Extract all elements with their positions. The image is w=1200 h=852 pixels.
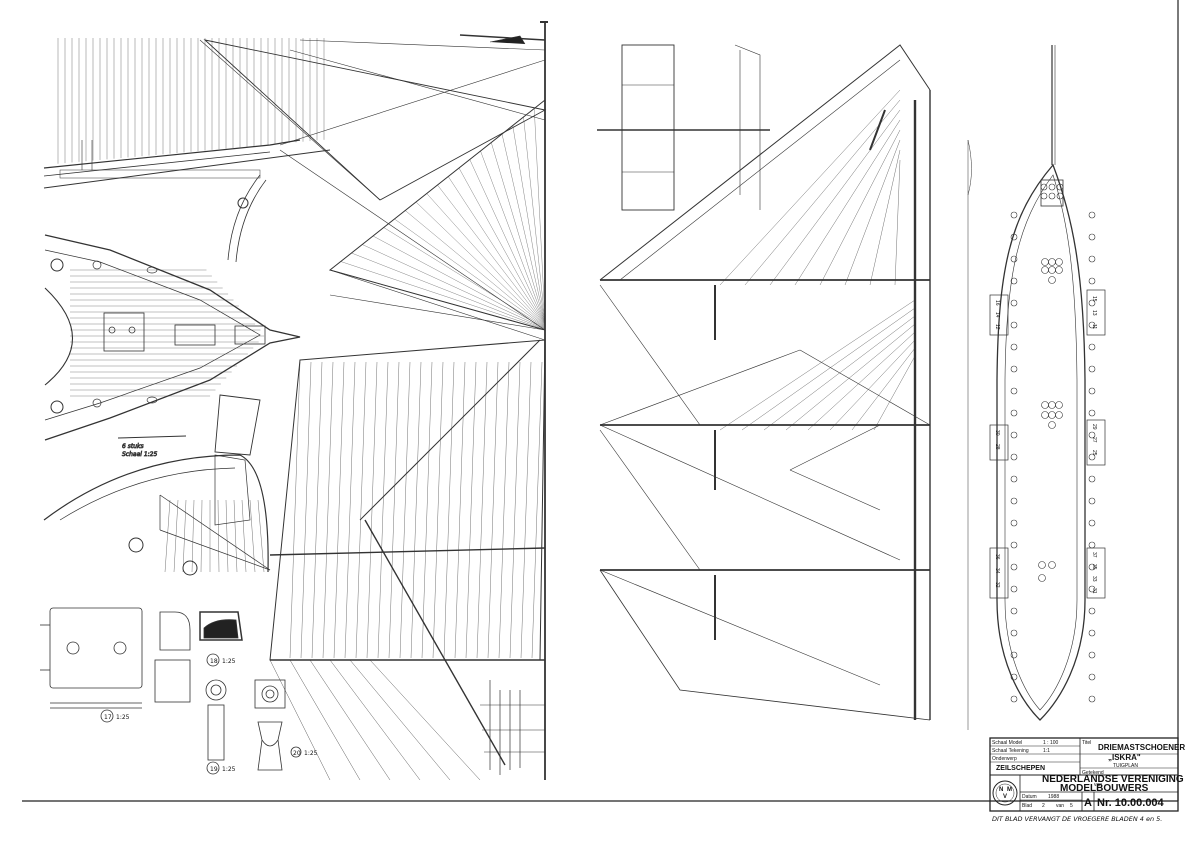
detail-17-hatch-plate — [40, 607, 143, 723]
sheet-label: Blad — [1022, 803, 1032, 809]
ship-type: DRIEMASTSCHOENER — [1098, 743, 1185, 752]
scale-drawing-value: 1:1 — [1043, 748, 1050, 754]
pin-number-rl-3: 31 — [1091, 588, 1097, 594]
sheet-value: 2 — [1042, 803, 1045, 809]
detail-19-bollard — [205, 679, 227, 775]
scale-model-value: 1 : 100 — [1043, 740, 1059, 746]
bow-perspective-detail: 6 stuks Schaal 1:25 — [43, 394, 271, 576]
footnote: DIT BLAD VERVANGT DE VROEGERE BLADEN 4 e… — [992, 815, 1162, 823]
detail-17-scale: 1:25 — [116, 714, 130, 721]
org-line-2: van — [1094, 782, 1102, 788]
pin-number-rl-2: 33 — [1091, 576, 1097, 582]
of-value: 5 — [1070, 803, 1073, 809]
org-line-1: NEDERLANDSE VERENIGING — [1042, 774, 1184, 785]
pin-number-rm-1: 27 — [1091, 437, 1097, 443]
drawing-number: Nr. 10.00.004 — [1097, 797, 1165, 809]
title-block — [989, 737, 1179, 812]
square-sail-yards — [597, 44, 770, 211]
pin-number-lm-1: 28 — [994, 444, 1000, 450]
plan-pin-numbers: 16 14 12 15 13 11 30 28 29 27 25 36 34 32 37 35 33 31 — [994, 296, 1097, 594]
ship-name: „ISKRA" — [1108, 753, 1141, 762]
date-label: Datum — [1022, 794, 1037, 800]
of-label: van — [1056, 803, 1064, 809]
rope-coil-scale: Schaal 1:25 — [122, 451, 157, 458]
pin-number-ll-2: 32 — [994, 582, 1000, 588]
logo-letter-m: M — [1007, 787, 1012, 793]
detail-20-number: 20 — [293, 750, 301, 757]
pin-number-rt-2: 11 — [1091, 324, 1097, 329]
pin-number-rt-1: 13 — [1091, 310, 1097, 316]
detail-18-vent-cowl — [154, 611, 243, 703]
forecastle-deck-plan — [44, 234, 301, 441]
pin-number-rm-0: 29 — [1091, 424, 1097, 430]
pin-number-lt-2: 12 — [994, 324, 1000, 330]
sheet-border — [22, 0, 1179, 802]
logo-letter-n: N — [999, 787, 1003, 793]
detail-20-scale: 1:25 — [304, 750, 318, 757]
detail-18-number: 18 — [210, 658, 218, 665]
pin-number-ll-1: 34 — [994, 568, 1000, 574]
detail-18-scale: 1:25 — [222, 658, 236, 665]
rope-coil-note: 6 stuks — [122, 443, 144, 450]
title-block-text: Schaal Model 1 : 100 Schaal Tekening 1:1… — [992, 740, 1185, 809]
pin-number-rl-0: 37 — [1091, 552, 1097, 558]
size-letter: A — [1084, 797, 1092, 809]
scale-drawing-label: Schaal Tekening — [992, 748, 1029, 754]
logo-letter-v: V — [1003, 794, 1007, 800]
pin-number-lm-0: 30 — [994, 430, 1000, 436]
pin-number-rt-0: 15 — [1091, 296, 1097, 302]
subject-label: Onderwerp — [992, 756, 1017, 762]
detail-19-scale: 1:25 — [222, 766, 236, 773]
detail-19-number: 19 — [210, 766, 218, 773]
pin-number-rl-1: 35 — [1091, 564, 1097, 570]
date-value: 1988 — [1048, 794, 1059, 800]
category: ZEILSCHEPEN — [996, 765, 1045, 772]
scale-model-label: Schaal Model — [992, 740, 1022, 746]
pin-number-lt-0: 16 — [994, 300, 1000, 306]
mainmast-rigging — [599, 44, 931, 721]
drawn-label: Getekend — [1082, 770, 1104, 776]
pin-number-lt-1: 14 — [994, 312, 1000, 318]
hull-side-view — [43, 38, 331, 263]
sheet-subject: TUIGPLAN — [1113, 763, 1138, 769]
pin-number-ll-0: 36 — [994, 554, 1000, 560]
detail-20-capstan — [254, 679, 302, 771]
deck-pin-rail-plan — [967, 45, 1106, 730]
pin-number-rm-2: 25 — [1091, 450, 1097, 456]
sail-plan-center — [199, 21, 548, 781]
title-label: Titel — [1082, 740, 1091, 746]
org-line-3: MODELBOUWERS — [1060, 783, 1149, 794]
detail-17-number: 17 — [104, 714, 112, 721]
